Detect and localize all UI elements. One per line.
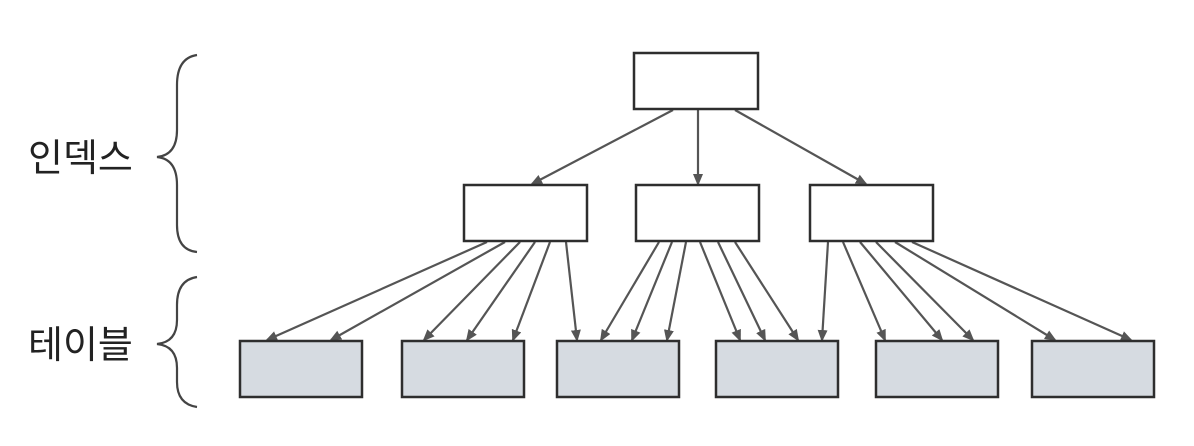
index-root-node [632,51,760,111]
edge-right-to-page-6 [894,241,1057,342]
table-page-3 [555,339,681,399]
edge-left-to-page-1b [329,241,506,341]
edge-middle-to-page-3 [599,241,660,342]
edge-middle-to-page-3c [663,241,688,342]
table-level-brace [156,275,198,409]
edge-right-to-page-5c [875,241,975,342]
index-node-left [462,183,589,243]
leaf-edges [265,240,1133,342]
table-page-1 [238,339,364,399]
edge-middle-to-page-4c [734,241,800,342]
edge-right-to-page-6b [911,240,1133,342]
table-page-5 [874,339,1000,399]
index-node-right [808,183,935,243]
table-page-4 [714,339,840,399]
edge-right-to-page-4 [817,241,830,342]
edge-left-to-page-2c [511,241,552,342]
edge-middle-to-page-4b [717,241,766,342]
table-page-6 [1030,339,1156,399]
edge-root-to-index-left [530,109,674,185]
index-level-brace [156,53,198,254]
edge-left-to-page-3 [564,241,581,342]
edge-left-to-page-2b [465,241,536,342]
edge-right-to-page-5b [859,241,944,342]
edge-middle-to-page-4 [698,241,742,342]
index-level-label: 인덱스 [28,136,133,180]
index-node-middle [634,183,761,243]
edge-left-to-page-2 [422,241,521,342]
root-edges [530,109,868,186]
table-level-label: 테이블 [28,323,133,367]
edge-left-to-page-1 [265,240,488,342]
edge-middle-to-page-3b [630,241,674,342]
edge-right-to-page-5 [841,241,887,342]
table-page-2 [400,339,526,399]
edge-root-to-index-right [734,109,868,185]
